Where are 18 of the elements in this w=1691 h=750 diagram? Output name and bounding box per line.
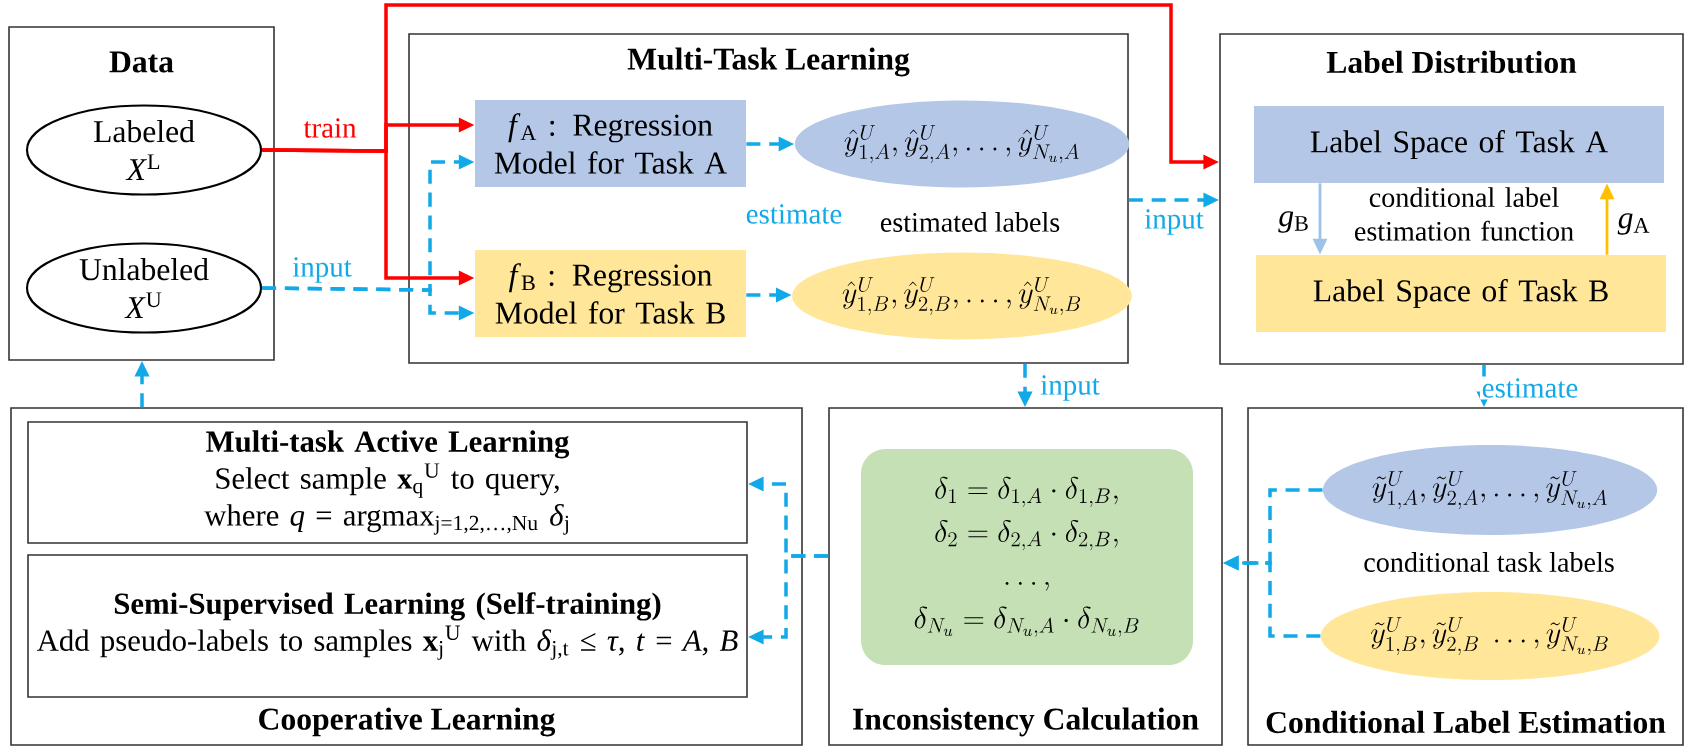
- edge-label: g$_{B}$: [1276, 209, 1312, 235]
- process-box: f$_{A}$ : Regression Model for Task A: [475, 100, 746, 187]
- method-box: Semi-Supervised Learning (Self-training) Add pseudo-labels to samples x$_{j}$$^{U}$ with δ$_{j,t}$ ≤ τ, t = A, B: [27, 554, 748, 698]
- process-box: Label Space of Task A: [1254, 106, 1664, 183]
- edge-label: input: [1038, 373, 1102, 403]
- edge-label: estimate: [1479, 376, 1581, 400]
- edge-label: g$_{A}$: [1615, 211, 1653, 237]
- note-text: conditional task labels: [1364, 552, 1614, 572]
- note-text: conditional label estimation function: [1355, 187, 1574, 241]
- edge-label: input: [290, 255, 354, 285]
- method-box: Multi-task Active Learning Select sample x$_{q}$$^{U}$ to query, where q = argmax$_{j=1,2,…,Nu}$ δ$_{j}$: [27, 421, 748, 544]
- note-text: estimated labels: [880, 212, 1060, 232]
- process-box: f$_{B}$ : Regression Model for Task B: [475, 250, 746, 337]
- edge-label: estimate: [743, 202, 845, 226]
- edge-label: input: [1142, 207, 1206, 237]
- process-box: Label Space of Task B: [1256, 255, 1666, 332]
- formula-box: $\delta_1 = \delta_{1,A} \cdot \delta_{1,B},$ $\delta_2 = \delta_{2,A} \cdot \delta_{2,B},$ $\dots,$ $\delta_{N_u} = \delta_{N_u,A} \cdot \delta_{N_u,B}$: [861, 449, 1193, 665]
- edge-label: train: [301, 116, 359, 140]
